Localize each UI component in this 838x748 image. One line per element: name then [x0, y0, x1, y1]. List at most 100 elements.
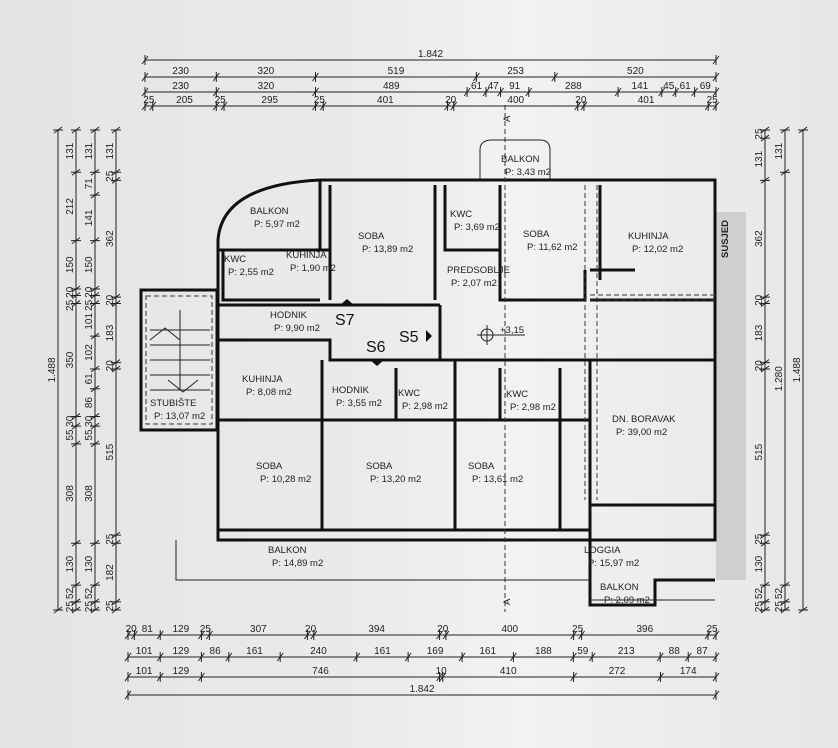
dimension-tick: [124, 630, 132, 640]
dimension-label: 295: [261, 95, 278, 106]
dimension-tick: [90, 440, 100, 448]
dimension-tick: [90, 292, 100, 299]
dimension-tick: [760, 598, 770, 606]
dimension-label: 30: [65, 415, 76, 427]
dimension-tick: [760, 300, 770, 307]
dimension-label: 1.842: [418, 49, 443, 60]
dimension-tick: [760, 606, 770, 614]
dimension-tick: [580, 101, 588, 111]
dimension-label: 394: [368, 624, 385, 635]
dimension-label: 20: [105, 294, 116, 306]
dimension-tick: [90, 539, 100, 547]
dimension-label: 131: [105, 142, 116, 159]
dimension-label: 410: [500, 666, 517, 677]
dimension-label: 102: [84, 344, 95, 361]
dimension-tick: [149, 101, 157, 111]
dimension-label: 101: [136, 646, 153, 657]
dimension-tick: [760, 359, 770, 366]
dimension-tick: [90, 285, 100, 293]
room-area: P: 9,90 m2: [274, 323, 320, 334]
dimension-label: 129: [172, 666, 189, 677]
dimension-label: 86: [84, 397, 95, 409]
dimension-tick: [111, 293, 121, 301]
dimension-label: 288: [565, 81, 582, 92]
dimension-tick: [312, 101, 319, 111]
dimension-label: 362: [754, 230, 765, 247]
dimension-label: 20: [437, 624, 449, 635]
dimension-tick: [90, 126, 100, 134]
room-name: KUHINJA: [286, 250, 327, 261]
dimension-label: 52: [754, 588, 765, 600]
room-name: KWC: [224, 254, 246, 265]
room-name: KWC: [398, 388, 420, 399]
dimension-tick: [760, 539, 770, 547]
dimension-label: 400: [507, 95, 524, 106]
dimension-tick: [712, 72, 720, 82]
dimension-tick: [444, 101, 451, 111]
dimension-tick: [141, 72, 149, 82]
dimension-label: 401: [377, 95, 394, 106]
dimension-tick: [111, 126, 121, 134]
dimension-label: 131: [774, 142, 785, 159]
room-name: STUBIŠTE: [150, 398, 196, 409]
dimension-label: 131: [65, 142, 76, 159]
dimension-tick: [439, 672, 447, 682]
dimension-tick: [220, 101, 228, 111]
room-area: P: 13,20 m2: [370, 474, 421, 485]
room-area: P: 39,00 m2: [616, 427, 667, 438]
staircase: [139, 288, 219, 432]
dimension-label: 81: [142, 624, 154, 635]
room-area: P: 15,97 m2: [588, 558, 639, 569]
section-label-top: A: [502, 115, 513, 122]
dimension-label: 61: [84, 373, 95, 385]
room-area: P: 2,09 m2: [604, 595, 650, 606]
room-name: BALKON: [600, 582, 639, 593]
dimension-tick: [90, 606, 100, 614]
room-area: P: 8,08 m2: [246, 387, 292, 398]
dimension-tick: [71, 237, 81, 245]
dimension-label: 320: [258, 81, 275, 92]
dimension-tick: [111, 168, 121, 176]
dimension-tick: [760, 365, 770, 373]
dimension-tick: [111, 176, 121, 184]
dimension-label: 20: [305, 624, 317, 635]
room-area: P: 13,61 m2: [472, 474, 523, 485]
room-name: BALKON: [250, 206, 289, 217]
dimension-tick: [798, 606, 808, 614]
room-area: P: 12,02 m2: [632, 244, 683, 255]
dimension-label: 25: [105, 170, 116, 182]
dimension-tick: [71, 581, 81, 589]
dimension-tick: [780, 598, 790, 606]
dimension-tick: [704, 630, 712, 640]
dimension-tick: [760, 531, 770, 539]
room-area: P: 10,28 m2: [260, 474, 311, 485]
dimension-tick: [90, 365, 100, 373]
dimension-label: 308: [65, 485, 76, 502]
room-name: KWC: [450, 209, 472, 220]
dimension-tick: [198, 672, 205, 682]
dimension-tick: [712, 652, 720, 662]
section-label-bottom: A: [502, 598, 513, 605]
dimension-label: 25: [754, 128, 765, 140]
dimension-tick: [760, 581, 770, 589]
dimension-label: 88: [669, 646, 681, 657]
dimension-tick: [71, 413, 81, 420]
dimension-label: 350: [65, 351, 76, 368]
dimension-tick: [656, 652, 664, 662]
dimension-tick: [141, 87, 149, 97]
dimension-tick: [141, 55, 149, 65]
entrance-s7: S7: [335, 312, 355, 329]
dimension-tick: [684, 652, 692, 662]
dimension-label: 1.488: [47, 357, 58, 382]
room-area: P: 1,90 m2: [290, 263, 336, 274]
dimension-label: 20: [65, 286, 76, 298]
dimension-tick: [71, 440, 81, 448]
dimension-tick: [156, 630, 164, 640]
dimension-label: 230: [172, 66, 189, 77]
dimension-tick: [212, 72, 220, 82]
dimension-label: 230: [172, 81, 189, 92]
